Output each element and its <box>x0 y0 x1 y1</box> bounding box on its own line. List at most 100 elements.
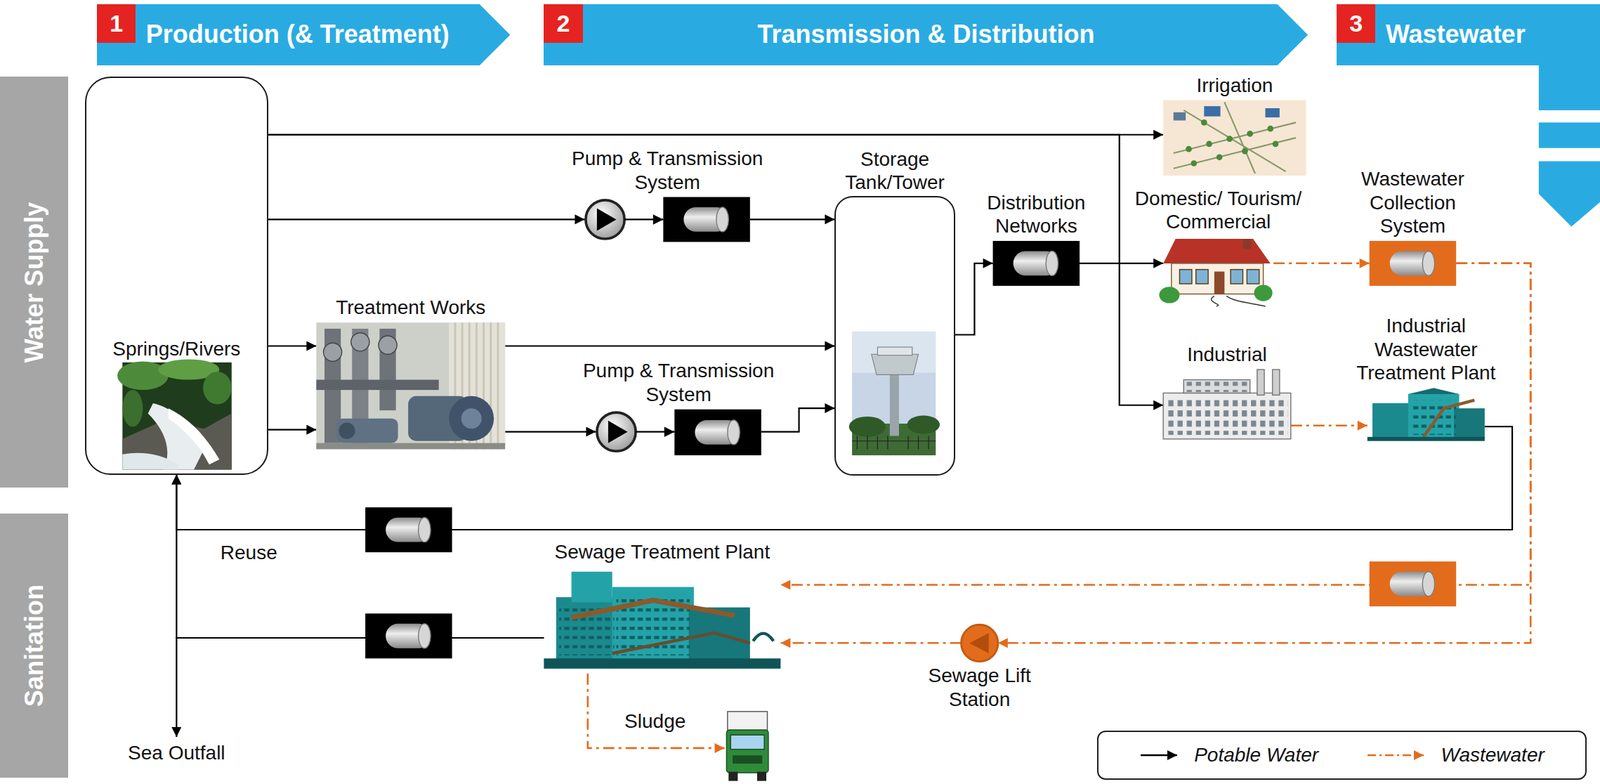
collection-pipe: Wastewater Collection System <box>1369 240 1457 286</box>
potable-flow <box>268 429 317 431</box>
wastewater-flow <box>780 641 961 645</box>
irrigation-picture <box>1163 99 1306 176</box>
industrial-plant-picture <box>1423 400 1475 437</box>
treatment-works-picture <box>378 335 397 354</box>
lift-station: Sewage Lift Station <box>961 624 999 661</box>
pump-transmission: Pump & Transmission System <box>584 196 750 242</box>
pipe-box <box>1369 240 1457 286</box>
step-number: 1 <box>109 9 123 38</box>
industrial-use: Industrial <box>1163 369 1291 439</box>
potable-flow <box>750 218 836 220</box>
lift-station-symbol <box>969 632 989 654</box>
node-label: Sludge <box>624 709 686 734</box>
factory-picture <box>1163 369 1291 439</box>
irrigation-picture <box>1226 135 1233 142</box>
wastewater-flow <box>780 263 1531 586</box>
factory-picture <box>1163 392 1291 439</box>
pipe-box <box>1389 250 1435 276</box>
section-title: Sanitation <box>18 584 50 707</box>
house-picture <box>1243 238 1252 250</box>
sewage-plant-picture <box>543 658 781 669</box>
irrigation-picture <box>1272 141 1280 148</box>
section-band: Water Supply <box>0 76 69 488</box>
potable-flow <box>268 344 317 347</box>
node-label: Distribution Networks <box>972 191 1100 239</box>
node-label: Irrigation <box>1196 73 1273 98</box>
house-picture <box>1179 269 1192 284</box>
potable-flow <box>955 263 994 336</box>
house-picture <box>1163 238 1271 264</box>
treatment-works-picture <box>338 422 355 439</box>
lift-station-symbol <box>961 624 999 661</box>
distribution-pipe: Distribution Networks <box>993 240 1080 286</box>
pump-transmission: Pump & Transmission System <box>595 409 761 456</box>
water-tower-picture <box>849 331 940 456</box>
stage-banner: Production (& Treatment)1 <box>96 4 510 66</box>
wastewater-flow <box>998 263 1531 643</box>
water-tower-picture <box>849 416 886 437</box>
pipe-box <box>1369 561 1457 607</box>
pipe-box <box>385 623 431 649</box>
waterfall-picture <box>122 389 143 427</box>
step-box: 2 <box>543 4 583 43</box>
treatment-works-picture <box>323 342 343 362</box>
house-picture <box>1214 271 1225 295</box>
factory-picture <box>1272 369 1280 395</box>
irrigation-picture <box>1173 112 1186 121</box>
legend-label: Wastewater <box>1440 743 1544 767</box>
legend-sample <box>1367 754 1424 756</box>
sludge-truck-picture <box>757 771 767 782</box>
potable-flow <box>761 408 836 432</box>
sewage-plant-picture <box>571 599 735 618</box>
node-label: Domestic/ Tourism/ Commercial <box>1125 186 1311 234</box>
pipe-box <box>365 613 452 659</box>
irrigation-use: Irrigation <box>1163 99 1306 176</box>
node-label: Pump & Transmission System <box>556 358 802 406</box>
sludge-truck-picture <box>728 771 738 782</box>
pump-symbol <box>635 431 675 433</box>
potable-flow <box>505 430 596 432</box>
treatment-works-picture <box>351 332 370 352</box>
node-label: Wastewater Collection System <box>1345 167 1480 239</box>
potable-flow <box>268 218 585 220</box>
waterfall-picture <box>122 453 179 470</box>
treatment-works-picture <box>316 379 439 391</box>
water-tower-picture <box>851 435 936 449</box>
wastewater-flow <box>1290 424 1368 428</box>
water-tower-picture <box>889 372 900 436</box>
sludge-truck-picture <box>726 711 769 782</box>
banner-decoration <box>1538 122 1600 148</box>
pipe-box <box>365 196 1457 659</box>
node-label: Treatment Works <box>335 295 486 320</box>
step-box: 3 <box>1336 4 1376 43</box>
node-label: Storage Tank/Tower <box>831 147 959 195</box>
irrigation-picture <box>1216 153 1223 161</box>
potable-flow <box>176 637 544 737</box>
lift-station-symbol <box>961 624 999 661</box>
sewage-plant-picture <box>752 633 774 642</box>
sludge-truck-picture <box>732 755 763 764</box>
banner-decoration <box>1538 65 1600 227</box>
node-label: Industrial Wastewater Treatment Plant <box>1350 313 1502 385</box>
irrigation-picture <box>1203 106 1221 117</box>
house-picture <box>1196 269 1209 284</box>
factory-picture <box>1166 398 1289 435</box>
sewage-plant: Sewage Treatment Plant <box>543 566 781 674</box>
wastewater-flow <box>1273 262 1370 265</box>
step-box: 1 <box>96 4 136 43</box>
section-title: Water Supply <box>18 201 50 363</box>
pipe-box <box>385 517 431 543</box>
house-picture <box>1158 238 1272 307</box>
sewage-plant-picture <box>543 571 781 669</box>
irrigation-picture <box>1201 119 1208 126</box>
industrial-plant-picture <box>1408 394 1460 439</box>
sewage-plant-picture <box>556 597 618 664</box>
house-picture <box>1158 286 1180 303</box>
pipe-box <box>674 409 761 456</box>
step-number: 3 <box>1349 9 1363 38</box>
irrigation-picture <box>1264 108 1280 118</box>
step-number: 2 <box>556 9 570 38</box>
